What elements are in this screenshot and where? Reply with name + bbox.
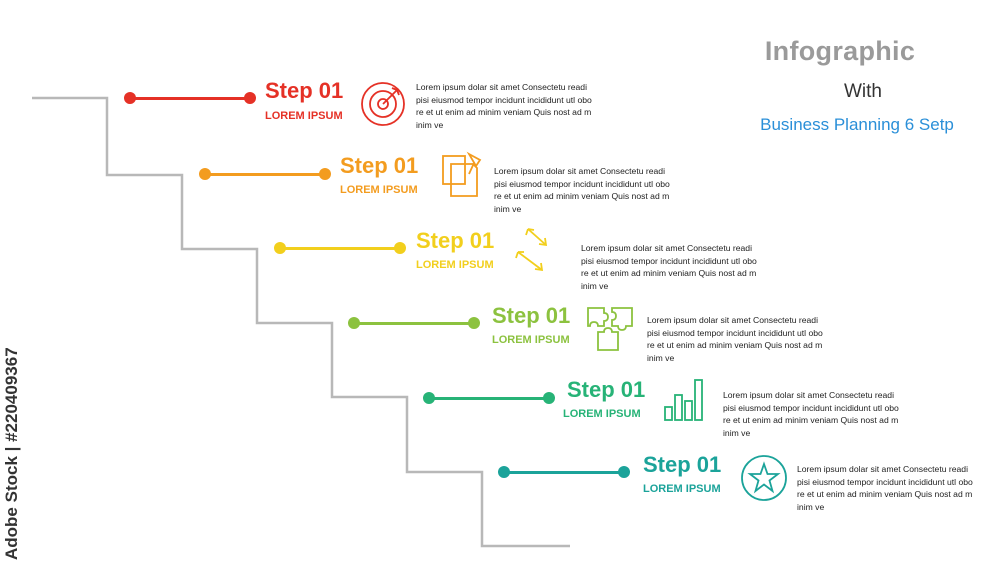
step-4-description: Lorem ipsum dolar sit amet Consectetu re…: [647, 315, 823, 363]
step-4-subtitle: LOREM IPSUM: [492, 334, 570, 346]
step-2-subtitle: LOREM IPSUM: [340, 184, 418, 196]
title-line-1: Infographic: [764, 36, 916, 66]
step-5-connector: [423, 391, 555, 451]
step-1-description: Lorem ipsum dolar sit amet Consectetu re…: [416, 82, 592, 130]
step-1-subtitle: LOREM IPSUM: [265, 110, 343, 122]
puzzle-icon: [587, 307, 633, 351]
step-5-description: Lorem ipsum dolar sit amet Consectetu re…: [723, 390, 899, 438]
target-icon: [361, 82, 405, 126]
step-6-connector: [498, 465, 630, 525]
title-block: Infographic With Business Planning 6 Set…: [720, 36, 960, 135]
step-3-description: Lorem ipsum dolar sit amet Consectetu re…: [581, 243, 757, 291]
step-6-description: Lorem ipsum dolar sit amet Consectetu re…: [797, 464, 973, 512]
step-4-title: Step 01: [492, 303, 571, 328]
step-1-title: Step 01: [265, 78, 344, 103]
step-3-title: Step 01: [416, 228, 495, 253]
step-4-connector: [348, 316, 480, 376]
step-3-subtitle: LOREM IPSUM: [416, 259, 494, 271]
step-3-connector: [274, 241, 406, 301]
watermark: Adobe Stock | #220409367: [2, 347, 21, 560]
step-2-description: Lorem ipsum dolar sit amet Consectetu re…: [494, 166, 670, 214]
step-2-title: Step 01: [340, 153, 419, 178]
title-line-2: With: [844, 81, 882, 102]
step-5-title: Step 01: [567, 377, 646, 402]
step-6-title: Step 01: [643, 452, 722, 477]
documents-icon: [442, 151, 482, 197]
star-icon: [741, 455, 787, 501]
title-line-3: Business Planning 6 Setp: [760, 115, 954, 134]
step-5-subtitle: LOREM IPSUM: [563, 408, 641, 420]
step-1-connector: [124, 91, 256, 151]
step-6-subtitle: LOREM IPSUM: [643, 483, 721, 495]
step-2-connector: [199, 167, 331, 227]
bar-chart-icon: [664, 379, 703, 421]
arrows-icon: [515, 228, 548, 272]
